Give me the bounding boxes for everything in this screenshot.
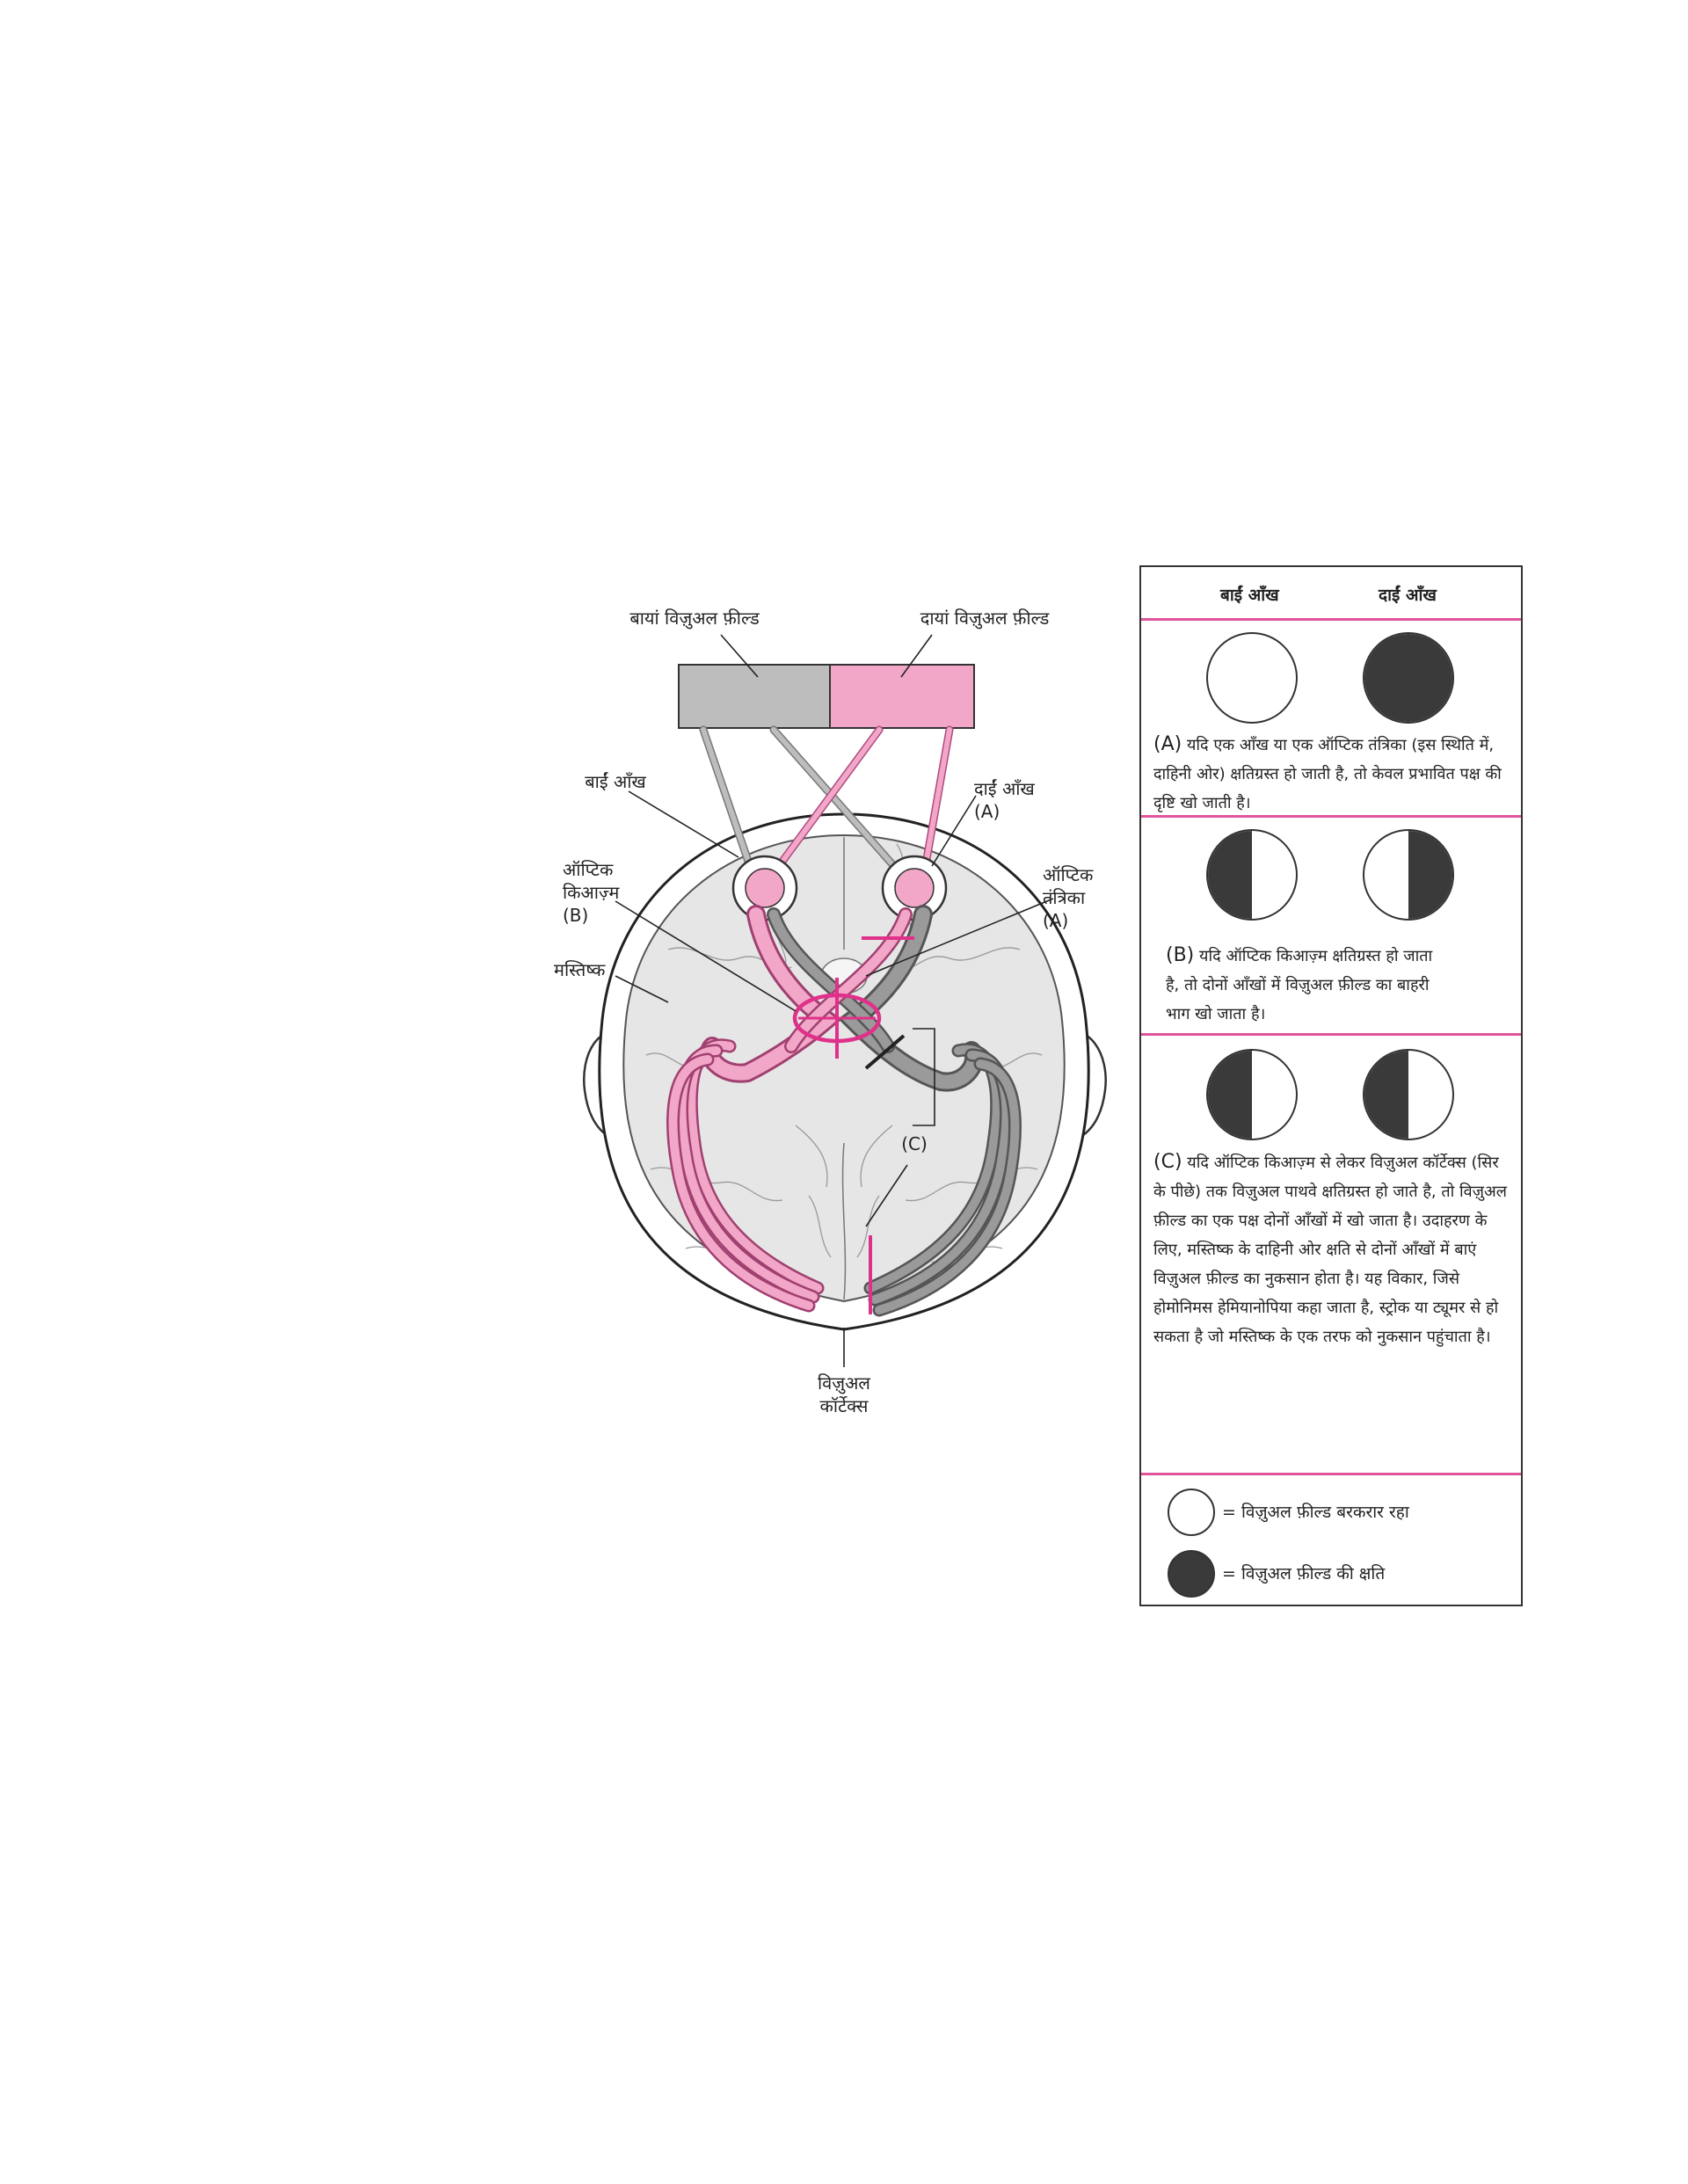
label-brain: मस्तिष्क <box>554 959 606 980</box>
right-optic-radiations <box>863 1043 1022 1317</box>
legend-intact-swatch <box>1168 1489 1215 1536</box>
panel-divider <box>1141 618 1521 621</box>
row-b-right-eye-field <box>1363 829 1454 921</box>
visual-field-defects-panel: बाईं आँख दाईं आँख (A) यदि एक आँख या एक ऑ… <box>1139 565 1523 1606</box>
row-a-right-eye-field <box>1363 632 1454 724</box>
label-optic-chiasm: ऑप्टिक किआज़्म (B) <box>563 858 668 927</box>
row-c-left-eye-field <box>1206 1049 1298 1140</box>
head <box>583 812 1107 1331</box>
right-visual-field <box>829 664 975 729</box>
label-optic-chiasm-l2: किआज़्म <box>563 882 620 903</box>
row-c-tag: (C) <box>1153 1151 1182 1173</box>
eyes <box>731 855 948 921</box>
label-right-eye-tag: (A) <box>974 801 1000 822</box>
label-visual-cortex-l1: विज़ुअल <box>818 1372 870 1394</box>
lesion-c-marker <box>864 1034 906 1070</box>
left-optic-radiations <box>666 1038 825 1313</box>
panel-divider <box>1141 1473 1521 1475</box>
row-b-tag: (B) <box>1166 944 1195 966</box>
label-optic-nerve-tag: (A) <box>1043 910 1069 931</box>
leader-lines <box>615 634 1054 1367</box>
panel-divider <box>1141 815 1521 818</box>
label-optic-chiasm-tag: (B) <box>563 905 589 926</box>
label-visual-cortex: विज़ुअल कॉर्टेक्स <box>791 1372 897 1417</box>
label-optic-nerve-l1: ऑप्टिक <box>1043 864 1094 885</box>
row-a-left-eye-field <box>1206 632 1298 724</box>
label-pathway-c: (C) <box>901 1133 928 1154</box>
lesion-markers <box>792 936 914 1314</box>
row-b-text: यदि ऑप्टिक किआज़्म क्षतिग्रस्त हो जाता ह… <box>1166 947 1433 1023</box>
left-visual-field <box>678 664 831 729</box>
legend-loss-swatch <box>1168 1550 1215 1598</box>
row-c-text: यदि ऑप्टिक किआज़्म से लेकर विज़ुअल कॉर्ट… <box>1153 1154 1507 1346</box>
label-left-eye: बाईं आँख <box>585 771 646 792</box>
label-visual-cortex-l2: कॉर्टेक्स <box>819 1395 869 1416</box>
row-c-description: (C) यदि ऑप्टिक किआज़्म से लेकर विज़ुअल क… <box>1153 1147 1514 1351</box>
label-left-visual-field: बायां विज़ुअल फ़ील्ड <box>629 608 760 629</box>
panel-divider <box>1141 1033 1521 1036</box>
label-right-eye-text: दाईं आँख <box>974 778 1035 799</box>
label-optic-nerve-l2: तंत्रिका <box>1043 887 1086 908</box>
row-b-left-eye-field <box>1206 829 1298 921</box>
field-to-eye-rays <box>699 725 954 884</box>
row-a-text: यदि एक आँख या एक ऑप्टिक तंत्रिका (इस स्थ… <box>1153 736 1502 812</box>
label-optic-chiasm-l1: ऑप्टिक <box>563 859 614 880</box>
row-a-tag: (A) <box>1153 733 1182 755</box>
label-optic-nerve: ऑप्टिक तंत्रिका (A) <box>1043 863 1148 932</box>
row-b-description: (B) यदि ऑप्टिक किआज़्म क्षतिग्रस्त हो जा… <box>1166 941 1447 1029</box>
column-head-left-eye: बाईं आँख <box>1220 586 1279 605</box>
label-right-visual-field: दायां विज़ुअल फ़ील्ड <box>920 608 1050 629</box>
row-c-right-eye-field <box>1363 1049 1454 1140</box>
legend-loss-label: = विज़ुअल फ़ील्ड की क्षति <box>1222 1564 1386 1583</box>
column-head-right-eye: दाईं आँख <box>1379 586 1437 605</box>
brain-mass <box>622 834 1066 1303</box>
row-a-description: (A) यदि एक आँख या एक ऑप्टिक तंत्रिका (इस… <box>1153 730 1514 818</box>
label-right-eye: दाईं आँख (A) <box>974 777 1097 823</box>
legend-intact-label: = विज़ुअल फ़ील्ड बरकरार रहा <box>1222 1503 1409 1522</box>
visual-field-box <box>678 664 975 729</box>
